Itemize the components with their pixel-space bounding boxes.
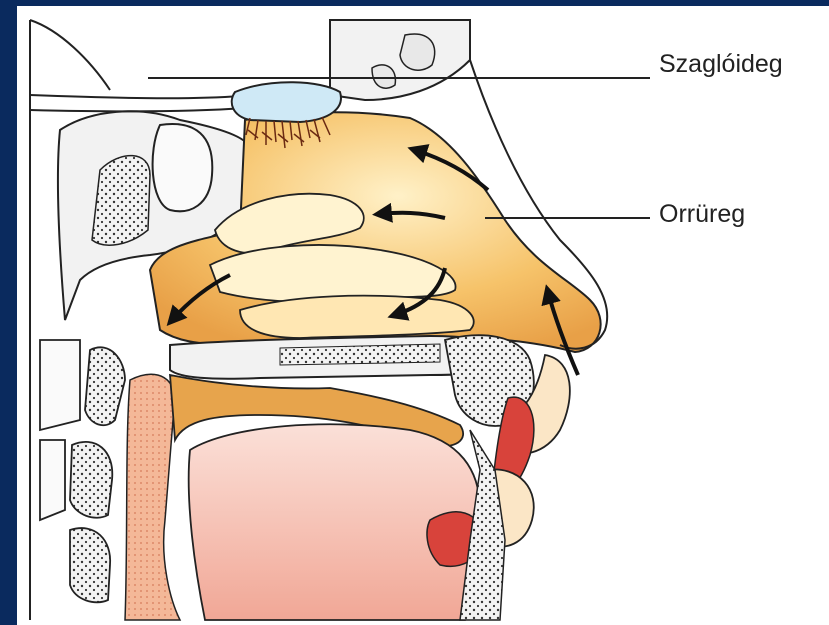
nasal-bone-top <box>330 20 470 100</box>
nasal-cavity-label: Orrüreg <box>659 200 745 229</box>
olfactory-nerve-tract <box>30 95 240 98</box>
sinus-cell <box>400 34 435 70</box>
olfactory-bulb <box>232 82 341 122</box>
frontal-sinus <box>153 124 213 211</box>
vertebrae <box>40 340 125 602</box>
pharynx <box>125 374 180 620</box>
inferior-turbinate <box>240 296 474 338</box>
olfactory-nerve-label: Szaglóideg <box>659 50 783 79</box>
frontal-bone-marrow <box>92 156 150 246</box>
palate-marrow <box>280 344 440 365</box>
olfactory-nerve-tract-lower <box>30 108 245 111</box>
